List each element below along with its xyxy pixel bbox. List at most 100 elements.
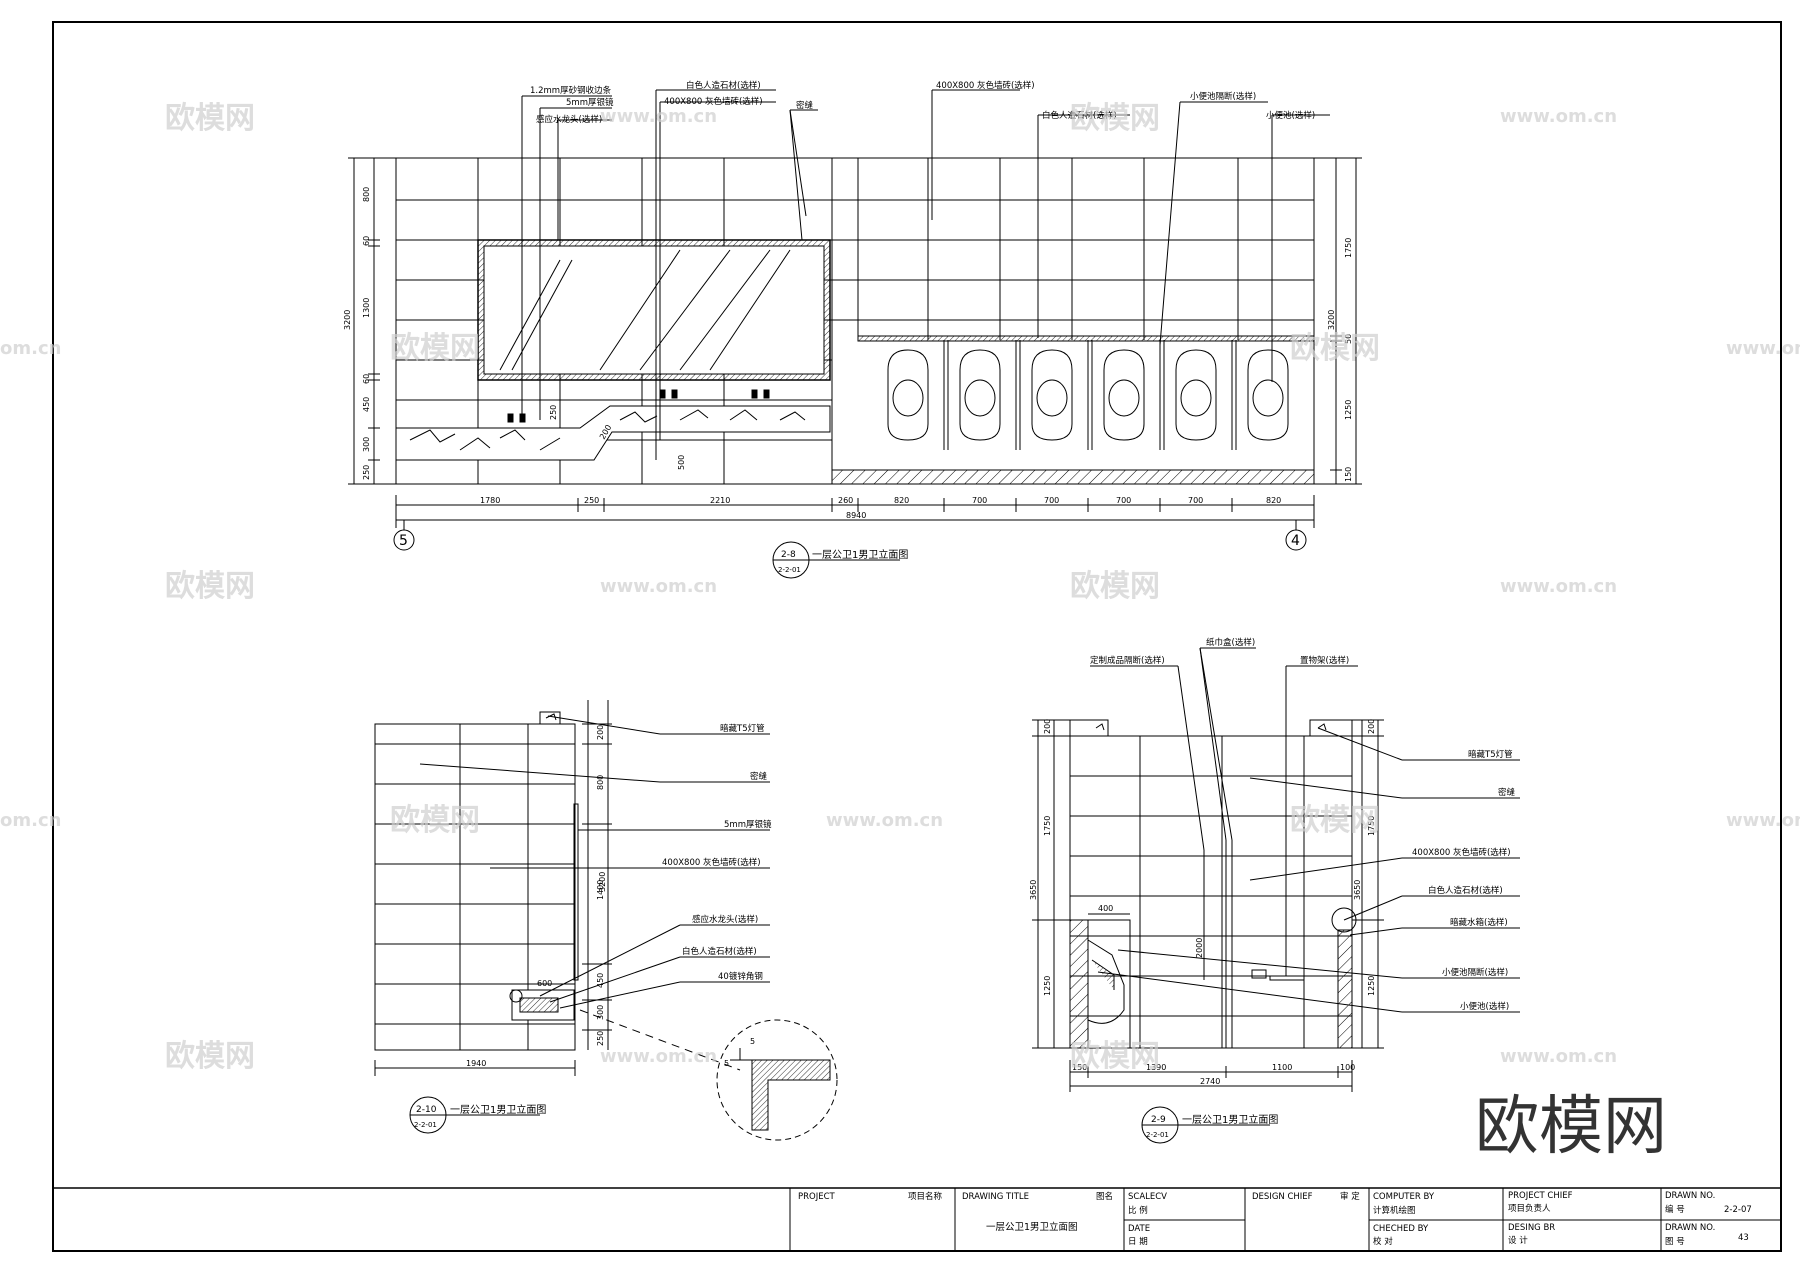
dim-right-elev-inner-1: 2000 [1195, 938, 1204, 958]
label-tissue-box: 纸巾盒(选样) [1206, 637, 1255, 648]
watermark-url: www.om.cn [600, 576, 717, 597]
tb-computer-en: COMPUTER BY [1373, 1192, 1435, 1202]
dim-right-elev-bottom-3: 100 [1340, 1063, 1355, 1072]
label-urinal: 小便池(选样) [1266, 110, 1315, 121]
label-urinal-partition-right: 小便池隔断(选样) [1442, 967, 1508, 978]
dim-right-elev-left-2: 1250 [1043, 976, 1052, 996]
title-num-2-10: 2-10 [416, 1105, 437, 1115]
label-steel-trim: 1.2mm厚砂钢收边条 [530, 85, 612, 96]
dim-left-elev-4: 300 [596, 1005, 605, 1020]
dim-left-elev-3: 450 [596, 973, 605, 988]
tb-checked-en: CHECHED BY [1373, 1224, 1429, 1234]
label-custom-partition: 定制成品隔断(选样) [1090, 655, 1165, 666]
tb-drawn-no-cn: 编 号 [1665, 1204, 1685, 1215]
dim-bottom-total: 8940 [846, 511, 866, 520]
dim-left-5: 300 [362, 437, 371, 452]
dim-left-0: 800 [362, 187, 371, 202]
label-t5-light: 暗藏T5灯管 [720, 723, 765, 734]
elevation-main-labels: 1.2mm厚砂钢收边条 5mm厚银镜 感应水龙头(选样) 白色人造石材(选样) … [530, 80, 1315, 125]
dim-bottom-6: 700 [1044, 496, 1059, 505]
dim-left-3: 60 [362, 374, 371, 384]
elevation-left-dims: 200 800 1400 450 300 250 3200 600 1940 5… [466, 725, 755, 1068]
dim-right-3: 150 [1344, 467, 1353, 482]
dim-left-4: 450 [362, 397, 371, 412]
tb-project-chief-en: PROJECT CHIEF [1508, 1191, 1573, 1201]
title-block-text: PROJECT 项目名称 DRAWING TITLE 图名 一层公卫1男卫立面图… [798, 1191, 1752, 1247]
watermark-logo: 欧模网 [390, 803, 480, 838]
label-tight-joint-left: 密缝 [750, 771, 768, 782]
dim-left-elev-5: 250 [596, 1031, 605, 1046]
label-urinal-right: 小便池(选样) [1460, 1001, 1509, 1012]
label-shelf: 置物架(选样) [1300, 655, 1349, 666]
dim-left-elev-0: 200 [596, 725, 605, 740]
tb-drawing-title-cn: 图名 [1096, 1191, 1113, 1202]
label-mirror-left: 5mm厚银镜 [724, 819, 772, 830]
elevation-main-dims: 800 60 1300 60 450 300 250 3200 1750 50 … [343, 187, 1353, 520]
axis-label-left: 5 [399, 533, 408, 549]
dim-right-elev-bottom-total: 2740 [1200, 1077, 1220, 1086]
tb-project-cn: 项目名称 [908, 1191, 943, 1202]
tb-scale-en: SCALECV [1128, 1192, 1167, 1202]
elevation-left-labels: 暗藏T5灯管 密缝 5mm厚银镜 400X800 灰色墙砖(选样) 感应水龙头(… [662, 723, 772, 982]
watermark-url: www.om.cn [1726, 338, 1800, 359]
tb-drawing-title-value: 一层公卫1男卫立面图 [986, 1221, 1078, 1233]
label-tile-right-elev: 400X800 灰色墙砖(选样) [1412, 847, 1511, 858]
tb-drawing-no-cn: 图 号 [1665, 1237, 1685, 1247]
watermark-logo: 欧模网 [165, 101, 255, 136]
label-t5-light-right: 暗藏T5灯管 [1468, 749, 1513, 760]
tb-date-cn: 日 期 [1128, 1237, 1148, 1247]
watermark-logo: 欧模网 [1290, 331, 1380, 366]
title-text-2-10: 一层公卫1男卫立面图 [450, 1103, 546, 1116]
dim-left-elev-bottom: 1940 [466, 1059, 486, 1068]
dim-bottom-9: 820 [1266, 496, 1281, 505]
watermark-url: www.om.cn [1500, 576, 1617, 597]
tb-design-by-cn: 设 计 [1508, 1235, 1528, 1246]
dim-right-0: 1750 [1344, 238, 1353, 258]
watermark-logo: 欧模网 [165, 1039, 255, 1074]
title-num-2-8: 2-8 [781, 550, 796, 560]
label-stone-right-elev: 白色人造石材(选样) [1428, 885, 1503, 896]
watermark-url: www.om.cn [1500, 106, 1617, 127]
dim-left-total: 3200 [343, 310, 352, 330]
tb-drawn-no-en: DRAWN NO. [1665, 1191, 1715, 1201]
watermark-url: www.om.cn [1726, 810, 1800, 831]
label-tile-left: 400X800 灰色墙砖(选样) [662, 857, 761, 868]
watermark-logo: 欧模网 [165, 569, 255, 604]
elevation-main [348, 89, 1362, 579]
watermark-big-logo: 欧模网 [1475, 1090, 1667, 1164]
dim-right-elev-right-1: 1750 [1367, 816, 1376, 836]
label-tight-joint-right: 密缝 [1498, 787, 1516, 798]
label-tight-joint: 密缝 [796, 100, 814, 111]
dim-right-elev-left-total: 3650 [1029, 880, 1038, 900]
watermark-url: www.om.cn [826, 810, 943, 831]
label-silver-mirror: 5mm厚银镜 [566, 97, 614, 108]
title-ref-2-8: 2-2-01 [778, 566, 801, 574]
dim-bottom-3: 260 [838, 496, 853, 505]
dim-right-elev-inner-0: 400 [1098, 904, 1113, 913]
dim-inner-0: 250 [549, 405, 558, 420]
watermarks: 欧模网 欧模网 www.om.cn www.om.cn 欧模网 欧模网 om.c… [0, 101, 1800, 1074]
dim-left-elev-total: 3200 [598, 872, 607, 892]
label-stone-left: 白色人造石材(选样) [682, 946, 757, 957]
dim-right-elev-right-2: 1250 [1367, 976, 1376, 996]
label-grey-tile-right: 400X800 灰色墙砖(选样) [936, 80, 1035, 91]
dim-bottom-1: 250 [584, 496, 599, 505]
dim-left-elev-1: 800 [596, 775, 605, 790]
dim-inner-2: 500 [677, 455, 686, 470]
dim-bottom-2: 2210 [710, 496, 730, 505]
elevation-right-labels: 纸巾盒(选样) 定制成品隔断(选样) 置物架(选样) 暗藏T5灯管 密缝 400… [1090, 637, 1516, 1012]
dim-right-elev-bottom-0: 150 [1072, 1063, 1087, 1072]
dim-left-elev-inner: 600 [537, 979, 552, 988]
detail-dim-0: 5 [750, 1037, 755, 1046]
label-faucet-left: 感应水龙头(选样) [692, 914, 758, 925]
dim-right-elev-right-0: 200 [1367, 719, 1376, 734]
tb-drawing-no-en: DRAWN NO. [1665, 1223, 1715, 1233]
label-hidden-tank: 暗藏水箱(选样) [1450, 917, 1508, 928]
dim-bottom-0: 1780 [480, 496, 500, 505]
axis-label-right: 4 [1291, 533, 1300, 549]
watermark-url: om.cn [0, 338, 61, 359]
dim-bottom-8: 700 [1188, 496, 1203, 505]
watermark-logo: 欧模网 [1070, 101, 1160, 136]
watermark-url: www.om.cn [1500, 1046, 1617, 1067]
dim-left-6: 250 [362, 465, 371, 480]
